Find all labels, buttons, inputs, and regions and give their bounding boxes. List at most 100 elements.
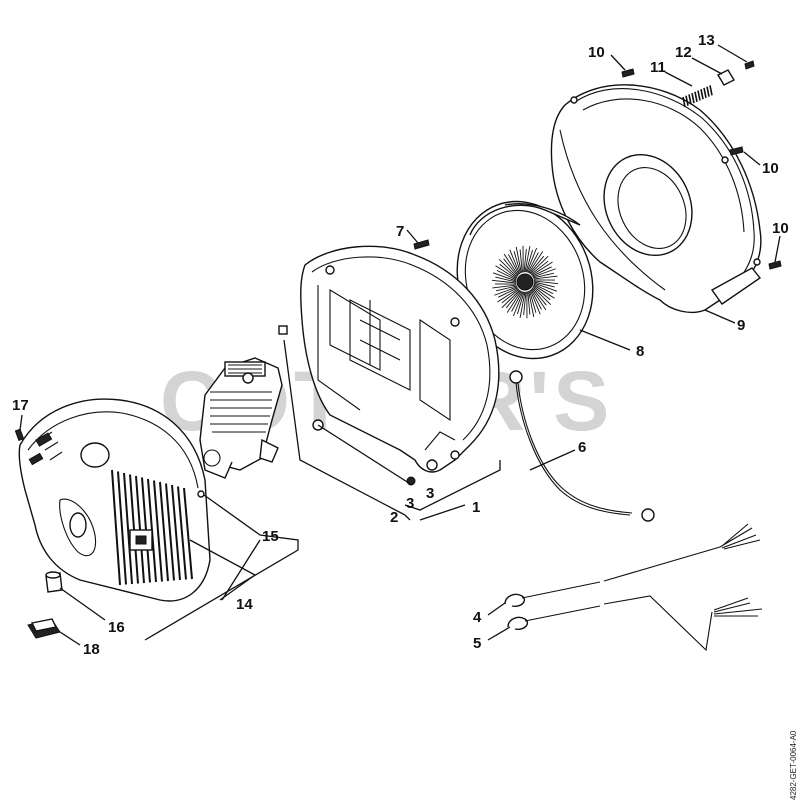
fan-blade (519, 291, 526, 318)
callout-6: 6 (578, 439, 586, 456)
fan-blade (503, 258, 519, 277)
fan-blade (533, 283, 554, 295)
grille-slot (129, 474, 139, 584)
fan-blade (529, 255, 545, 274)
callout-10a: 10 (588, 44, 605, 61)
fan-blade (496, 269, 517, 281)
small-parts (14, 60, 782, 639)
blower-housing (300, 245, 500, 473)
fan-blade (494, 286, 518, 296)
fan-blade (501, 289, 520, 304)
fan-blade (498, 287, 518, 298)
callout-8: 8 (636, 343, 644, 360)
fan-blade (532, 285, 551, 301)
grille-slot (111, 469, 121, 586)
fan-blade (503, 253, 519, 276)
engine-shroud (18, 398, 211, 602)
fan-blade (529, 289, 541, 315)
fan-blade (499, 263, 518, 279)
spring (682, 85, 713, 108)
grille-slot (123, 472, 133, 585)
fan-blade (533, 272, 555, 279)
fan-blade (492, 272, 517, 282)
fan-blade (533, 280, 559, 285)
callout-1: 1 (472, 499, 480, 516)
fan-blade (523, 291, 527, 316)
grille-slot (171, 484, 181, 581)
fan-blade (495, 276, 517, 283)
callout-9: 9 (737, 317, 745, 334)
fan-blade (517, 291, 525, 315)
callout-5: 5 (473, 635, 481, 652)
fan-blade (531, 261, 553, 276)
fan-blades (491, 245, 559, 319)
fan-blade (528, 290, 535, 318)
fan-blade (529, 255, 549, 275)
fan-blade (523, 248, 527, 273)
grille-slot (165, 483, 175, 581)
fan-blade (526, 247, 538, 273)
spring-coil (688, 94, 692, 105)
spring-coil (691, 92, 695, 104)
shroud-grille (111, 469, 193, 586)
callout-12: 12 (675, 44, 692, 61)
callout-16: 16 (108, 619, 125, 636)
spring-coil (685, 95, 689, 106)
fan-blade (533, 281, 555, 288)
callout-13: 13 (698, 32, 715, 49)
fan-blade (512, 291, 524, 317)
callout-10c: 10 (772, 220, 789, 237)
fan-blade (492, 284, 517, 289)
callout-15: 15 (262, 528, 279, 545)
fan-housing-cover (550, 84, 762, 314)
grille-slot (153, 480, 163, 582)
fan-wheel (456, 200, 594, 360)
grille-slot (117, 471, 127, 585)
callout-3a: 3 (406, 495, 414, 512)
spring-coil (703, 87, 707, 99)
callout-18: 18 (83, 641, 100, 658)
fan-blade (491, 279, 517, 284)
callout-2: 2 (390, 509, 398, 526)
fan-blade (530, 260, 549, 275)
leader-lines (19, 44, 781, 646)
fan-blade (498, 259, 518, 278)
fan-blade (511, 291, 523, 312)
callout-7: 7 (396, 223, 404, 240)
grille-slot (183, 487, 193, 580)
fan-blade (532, 286, 552, 305)
fan-blade (529, 290, 537, 313)
fan-blade (509, 249, 521, 275)
spring-coil (706, 86, 710, 97)
fan-blade (515, 246, 522, 274)
drawing-code: 4282-GET-0064-A0 (789, 730, 798, 800)
spring-coil (709, 85, 713, 96)
fan-blade (524, 246, 531, 273)
callout-4: 4 (473, 609, 482, 626)
callout-labels: 1 2 3 3 4 5 6 7 8 9 10 10 10 11 12 13 14… (12, 32, 789, 658)
fan-blade (527, 291, 531, 315)
fan-blade (495, 285, 517, 292)
fan-blade (531, 288, 547, 311)
spring-coil (682, 96, 686, 108)
fan-blade (527, 252, 539, 273)
fan-blade (495, 265, 517, 280)
fan-blade (513, 251, 521, 274)
fan-blade (519, 249, 523, 273)
fan-blade (531, 287, 547, 306)
spring-coil (700, 89, 704, 100)
fan-blade (532, 268, 556, 278)
fan-blade (505, 290, 521, 309)
fan-blade (501, 289, 521, 309)
fan-blade (532, 266, 552, 277)
fan-blade (528, 251, 544, 274)
fan-blade (508, 254, 520, 275)
engine (199, 357, 283, 479)
spring-coil (697, 90, 701, 101)
callout-11: 11 (650, 59, 666, 76)
callout-17: 17 (12, 397, 29, 414)
spring-coil (694, 91, 698, 102)
fan-blade (533, 282, 558, 292)
cables (504, 370, 763, 652)
